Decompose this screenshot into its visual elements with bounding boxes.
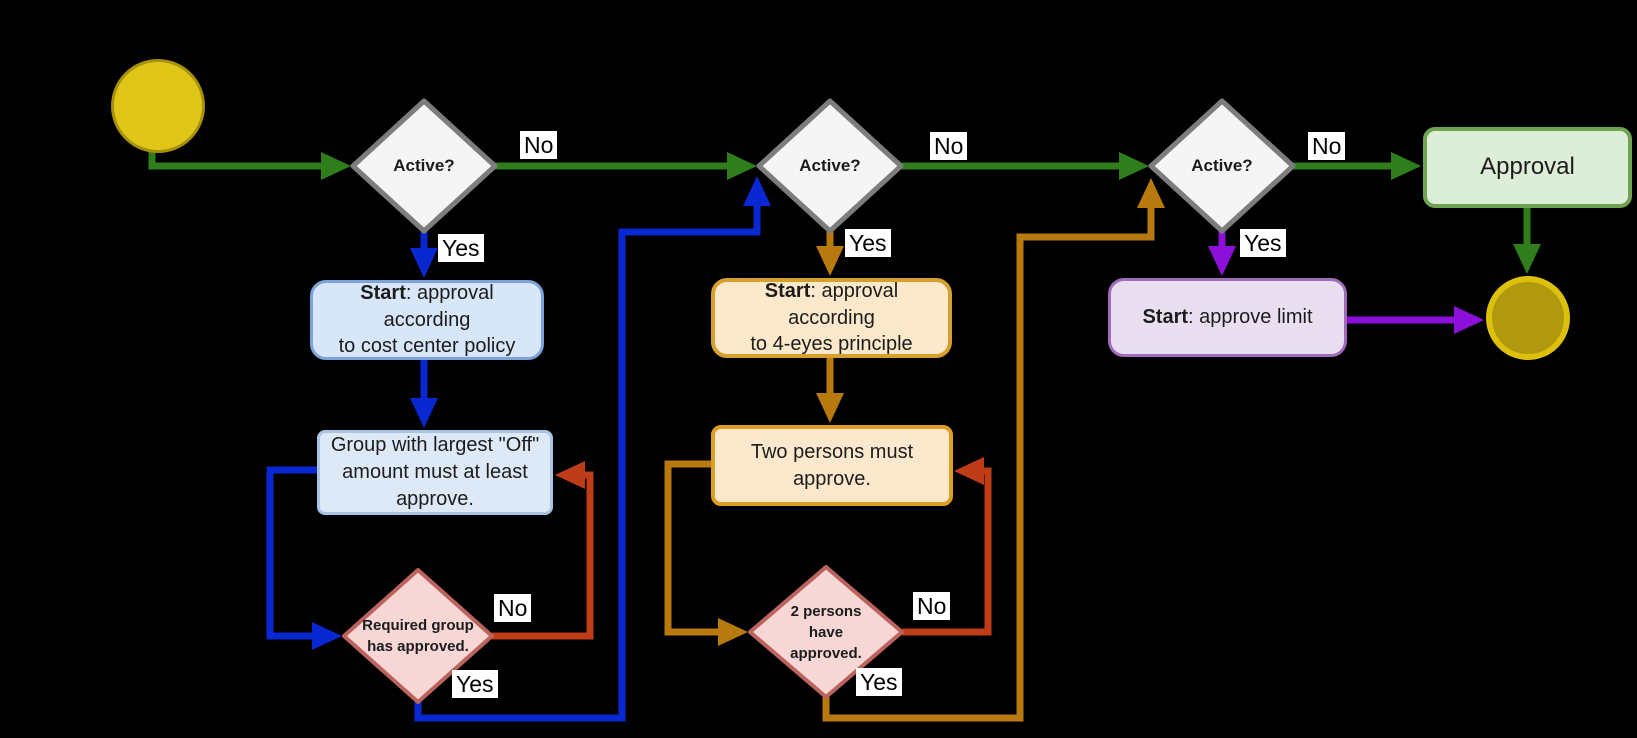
two-approved-line-2: have [808,623,844,641]
arrow-two-persons-to-check2 [718,618,748,646]
group-approve-line-3: approve. [396,487,474,510]
start-event [111,59,205,153]
action-two-persons-text: Two persons must approve. [751,439,913,493]
action-group-approve-text: Group with largest "Off" amount must at … [331,432,539,512]
decision-active-1: Active? [353,101,495,231]
decision-active-1-shape [350,98,498,234]
task-start-approve-limit: Start: approve limit [1108,278,1347,357]
edge-two-persons-to-check2 [664,460,718,636]
start-four-eyes-line1: : approval according [788,279,899,329]
edge-check2-no-loop [902,467,992,636]
edge-check1-yes-to-active2 [414,204,761,722]
group-approve-line-1: Group with largest "Off" [330,434,540,457]
decision-active-2-shape [756,98,904,234]
edge-label-yes-active1: Yes [438,234,484,263]
edge-check2-yes-to-active3 [822,206,1155,722]
two-persons-line-1: Two persons must [750,440,914,463]
start-approve-limit-bold: Start [1142,306,1189,329]
decision-active-3-label: Active? [1191,156,1253,175]
edge-label-yes-active2: Yes [845,229,891,258]
edge-label-no-check1: No [494,594,532,623]
arrow-approval-to-end [1513,244,1541,274]
arrow-group-approve-to-check1 [312,622,342,650]
edge-label-no-active2: No [930,132,968,161]
arrow-active2-no-to-active3 [1119,152,1149,180]
decision-active-1-label: Active? [393,156,455,175]
start-cost-center-line1: : approval according [383,281,494,331]
arrow-task2-to-two-persons [816,393,844,423]
edge-start-to-active1 [148,150,323,170]
action-group-approve: Group with largest "Off" amount must at … [317,430,553,515]
arrow-active1-no-to-active2 [727,152,757,180]
decision-active-3-shape [1148,98,1296,234]
task-start-cost-center: Start: approval according to cost center… [310,280,544,360]
arrow-check1-no-loop [555,461,585,489]
task-start-approve-limit-text: Start: approve limit [1142,304,1312,331]
arrow-active2-yes-to-task2 [816,246,844,276]
edge-check1-no-loop [492,471,594,640]
edge-label-no-check2: No [913,592,951,621]
decision-two-approved-shape [748,565,904,699]
decision-required-group-label: Required group has approved. [362,615,474,657]
decision-required-group: Required group has approved. [344,570,492,702]
start-approve-limit-rest: : approve limit [1188,306,1313,329]
decision-two-approved: 2 persons have approved. [750,567,902,697]
arrow-check2-no-loop [954,457,984,485]
required-group-line-2: has approved. [367,638,469,655]
edge-label-no-active1: No [520,131,558,160]
edge-label-yes-check1: Yes [452,670,498,699]
start-cost-center-line2: to cost center policy [338,335,516,358]
decision-required-group-shape [342,568,494,704]
end-event [1486,276,1570,360]
arrow-active3-no-to-approval [1391,152,1421,180]
arrow-active1-yes-to-task1 [410,248,438,278]
task-approval: Approval [1423,127,1632,208]
decision-active-2: Active? [759,101,901,231]
edge-label-no-active3: No [1308,132,1346,161]
arrow-start-to-active1 [321,152,351,180]
arrow-active3-yes-to-task3 [1208,246,1236,276]
arrow-check2-yes-to-active3 [1137,178,1165,208]
task-start-four-eyes: Start: approval according to 4-eyes prin… [711,278,952,358]
decision-two-approved-label: 2 persons have approved. [790,601,862,664]
arrow-check1-yes-to-active2 [743,176,771,206]
edge-label-yes-active3: Yes [1240,229,1286,258]
start-four-eyes-line2: to 4-eyes principle [750,333,913,356]
two-approved-line-1: 2 persons [790,602,862,620]
required-group-line-1: Required group [362,617,474,634]
approval-label: Approval [1480,153,1575,181]
arrow-task1-to-group-approve [410,398,438,428]
action-two-persons: Two persons must approve. [711,425,953,506]
two-persons-line-2: approve. [793,467,871,490]
two-approved-line-3: approved. [790,644,862,662]
edge-group-approve-to-check1 [266,466,317,640]
edge-label-yes-check2: Yes [856,668,902,697]
task-start-four-eyes-text: Start: approval according to 4-eyes prin… [723,278,940,358]
group-approve-line-2: amount must at least [342,461,528,484]
start-cost-center-bold: Start [360,281,406,304]
start-four-eyes-bold: Start [764,279,811,302]
decision-active-3: Active? [1151,101,1293,231]
arrow-task3-to-end [1454,306,1484,334]
decision-active-2-label: Active? [799,156,861,175]
task-start-cost-center-text: Start: approval according to cost center… [321,280,533,360]
